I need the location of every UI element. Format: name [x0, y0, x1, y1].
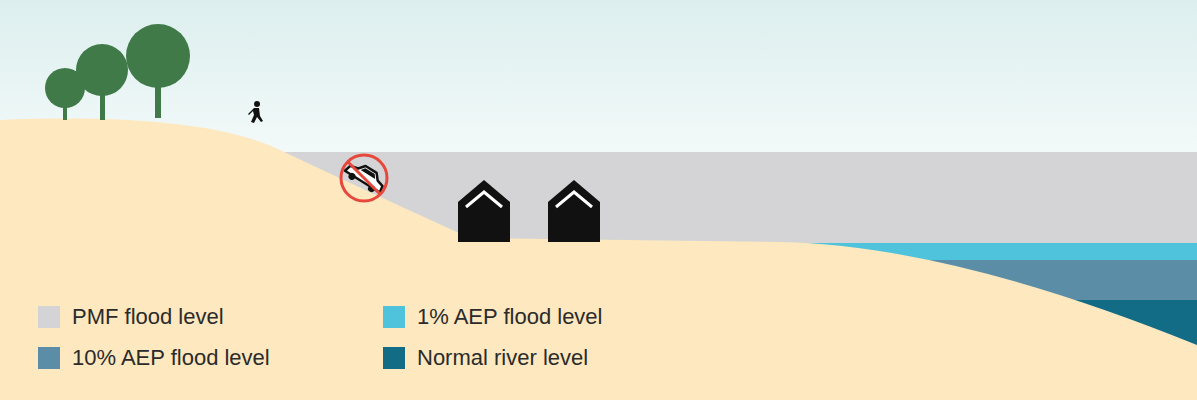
legend-entry: 1% AEP flood level	[383, 304, 603, 330]
legend-swatch	[383, 306, 405, 328]
legend-entry: PMF flood level	[38, 304, 224, 330]
legend-label: 1% AEP flood level	[417, 304, 603, 330]
legend-swatch	[383, 347, 405, 369]
legend-swatch	[38, 347, 60, 369]
legend-label: PMF flood level	[72, 304, 224, 330]
house-icon	[548, 180, 600, 242]
ground	[0, 119, 1197, 400]
trees	[45, 24, 190, 120]
no-entry-circle	[341, 155, 387, 201]
legend-entry: Normal river level	[383, 345, 588, 371]
person-icon	[248, 101, 263, 123]
legend-entry: 10% AEP flood level	[38, 345, 270, 371]
legend-label: Normal river level	[417, 345, 588, 371]
legend-label: 10% AEP flood level	[72, 345, 270, 371]
house-icon	[458, 180, 510, 242]
legend-swatch	[38, 306, 60, 328]
